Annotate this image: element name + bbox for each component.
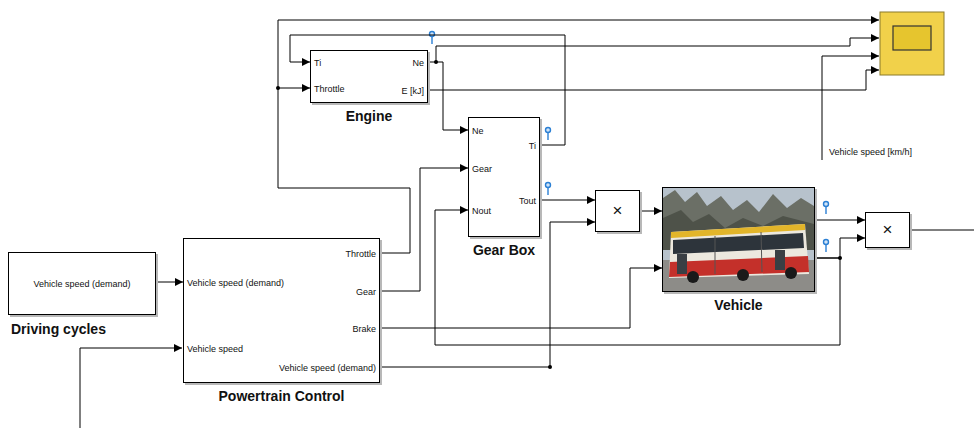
signal-line (815, 220, 865, 221)
test-point-icons (430, 32, 829, 253)
block-name: Engine (346, 108, 393, 124)
signal-line (640, 211, 662, 212)
simulink-block: Vehicle speed (demand)Driving cycles (8, 252, 156, 315)
simulink-block: × (865, 212, 910, 248)
bus-photo (663, 188, 814, 291)
block-name: Gear Box (473, 242, 535, 258)
block-text: Vehicle speed (demand) (9, 278, 155, 290)
simulink-block: NeGearNoutTiToutGear Box (468, 117, 540, 237)
signal-wires (80, 20, 974, 428)
product-symbol: × (596, 202, 639, 220)
port-label: Nout (472, 205, 491, 217)
block-name: Powertrain Control (218, 388, 344, 404)
port-label: Vehicle speed (demand) (279, 362, 376, 374)
port-label: Brake (352, 323, 376, 335)
port-label: Gear (472, 163, 492, 175)
simulink-block: × (595, 190, 640, 232)
simulink-block: Vehicle speed (demand) Vehicle speed Throt… (183, 238, 380, 383)
signal-line (540, 200, 595, 201)
simulink-block: TiThrottleNeE [kJ]Engine (310, 50, 428, 103)
signal-line (156, 282, 183, 283)
signal-label: Vehicle speed [km/h] (828, 146, 913, 158)
port-label: Vehicle speed (demand) (187, 277, 284, 289)
block-name: Vehicle (714, 297, 762, 313)
signal-line (278, 88, 410, 253)
scope-block (880, 12, 944, 75)
block-name: Driving cycles (11, 321, 106, 337)
port-label: Tout (519, 195, 536, 207)
port-label: Ti (314, 57, 321, 69)
port-label: Vehicle speed (187, 343, 243, 355)
simulink-block: Vehicle (662, 187, 815, 292)
port-label: E [kJ] (401, 85, 424, 97)
port-label: Gear (356, 286, 376, 298)
signal-line (380, 168, 468, 291)
signal-line (380, 268, 662, 328)
port-label: Throttle (345, 248, 376, 260)
product-symbol: × (866, 221, 909, 239)
port-label: Throttle (314, 83, 345, 95)
signal-line (815, 238, 865, 258)
signal-line (428, 62, 468, 130)
port-label: Ne (412, 57, 424, 69)
port-label: Ti (529, 140, 536, 152)
port-label: Ne (472, 125, 484, 137)
